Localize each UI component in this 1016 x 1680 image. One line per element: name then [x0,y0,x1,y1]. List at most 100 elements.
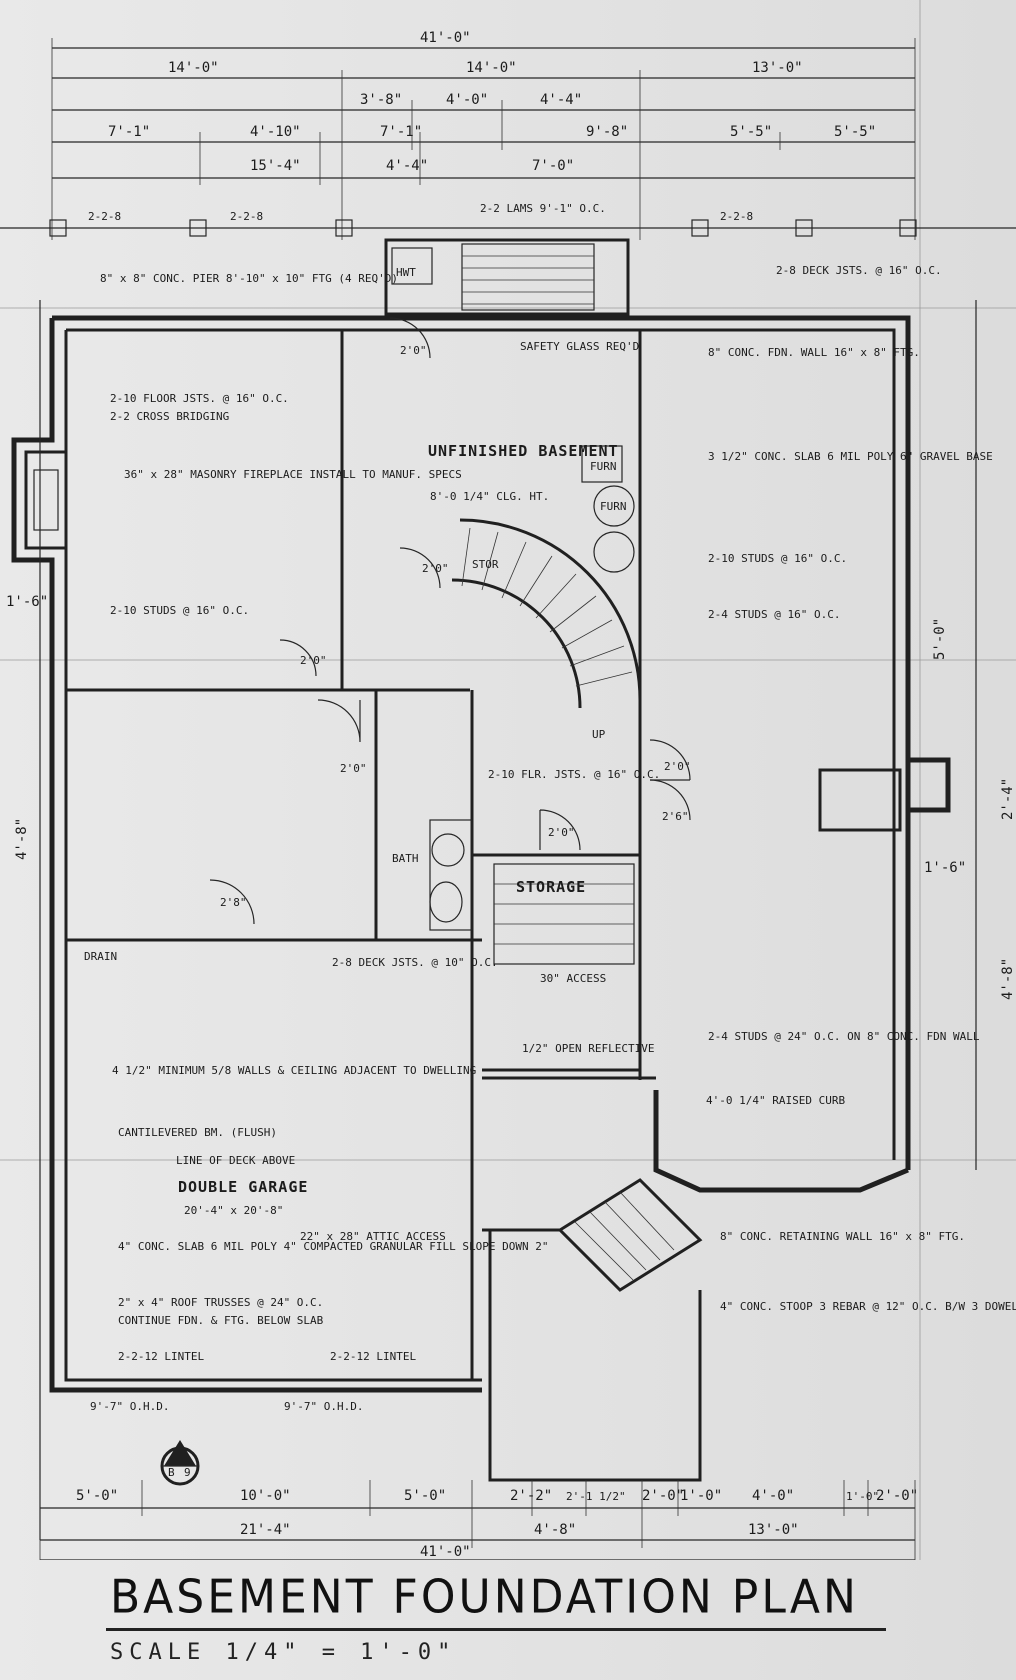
dim-right-3: 1'-6" [924,860,966,876]
dim-bottom-8: 4'-0" [752,1488,794,1504]
note-fireplace: 36" x 28" MASONRY FIREPLACE INSTALL TO M… [124,468,462,481]
door-label-2: 2'0" [422,562,449,575]
note-deck-above: LINE OF DECK ABOVE [176,1154,295,1167]
note-trusses: 2" x 4" ROOF TRUSSES @ 24" O.C. [118,1296,323,1309]
room-labels: UNFINISHED BASEMENT 8'-0 1/4" CLG. HT. S… [178,442,619,1217]
note-slab: 3 1/2" CONC. SLAB 6 MIL POLY 6" GRAVEL B… [708,450,993,463]
dim-top-7: 7'-1" [108,124,150,140]
note-cantilever: CANTILEVERED BM. (FLUSH) [118,1126,277,1139]
door-label-8: 2'8" [220,896,247,909]
dim-bottom-9: 1'-0" [846,1490,879,1503]
room-label-bath: BATH [392,852,419,865]
note-access: 30" ACCESS [540,972,606,985]
note-studs-right-2: 2-4 STUDS @ 16" O.C. [708,608,840,621]
door-label-1: 2'0" [400,344,427,357]
dim-top-2: 14'-0" [466,60,517,76]
dim-overall-bottom: 41'-0" [420,1544,471,1560]
title-underline [106,1628,886,1631]
door-label-6: 2'0" [664,760,691,773]
dim-left-1: 1'-6" [6,594,48,610]
dim-top-13: 15'-4" [250,158,301,174]
dim-bottom-6: 2'-0" [642,1488,684,1504]
dim-right-2: 2'-4" [1000,778,1016,820]
note-register: DRAIN [84,950,117,963]
dim-top-9: 7'-1" [380,124,422,140]
label-up: UP [592,728,606,741]
dim-bottom-11: 21'-4" [240,1522,291,1538]
dim-overall-top: 41'-0" [420,30,471,46]
note-pier-1: 2-2-8 [88,210,121,223]
dim-right-1: 5'-0" [932,618,948,660]
note-pier-2: 2-2-8 [230,210,263,223]
mechanical-equipment: FURN FURN [429,445,635,931]
section-marker-b: B [168,1466,175,1479]
room-label-storage: STORAGE [516,878,586,896]
dim-top-15: 7'-0" [532,158,574,174]
room-basement-height: 8'-0 1/4" CLG. HT. [430,490,549,503]
note-cross-bridging: 2-2 CROSS BRIDGING [110,410,229,423]
dim-left-2: 4'-8" [14,818,30,860]
note-studs-24: 2-4 STUDS @ 24" O.C. ON 8" CONC. FDN WAL… [708,1030,980,1043]
note-ohd-1: 9'-7" O.H.D. [90,1400,169,1413]
room-label-garage: DOUBLE GARAGE [178,1178,308,1196]
note-ohd-2: 9'-7" O.H.D. [284,1400,363,1413]
note-reflective: 1/2" OPEN REFLECTIVE [522,1042,654,1055]
note-pier-3: 2-2-8 [720,210,753,223]
note-safety-glass: SAFETY GLASS REQ'D [520,340,639,353]
door-label-4: 2'0" [340,762,367,775]
dim-top-11: 5'-5" [730,124,772,140]
storage-stair [493,863,635,965]
dim-right-4: 4'-8" [1000,958,1016,1000]
bottom-dimension-text: 5'-0" 10'-0" 5'-0" 2'-2" 2'-1 1/2" 2'-0"… [76,1488,918,1560]
side-dimensions: 1'-6" 4'-8" 5'-0" 2'-4" 1'-6" 4'-8" [6,300,1016,1540]
dim-bottom-12: 4'-8" [534,1522,576,1538]
dim-top-5: 4'-0" [446,92,488,108]
room-garage-size: 20'-4" x 20'-8" [184,1204,283,1217]
dim-bottom-3: 5'-0" [404,1488,446,1504]
dim-bottom-5: 2'-1 1/2" [566,1490,626,1503]
dim-top-14: 4'-4" [386,158,428,174]
dim-top-10: 9'-8" [586,124,628,140]
dim-bottom-2: 10'-0" [240,1488,291,1504]
door-label-3: 2'0" [300,654,327,667]
note-floor-joists: 2-10 FLOOR JSTS. @ 16" O.C. [110,392,289,405]
room-label-basement: UNFINISHED BASEMENT [428,442,619,460]
note-studs-left: 2-10 STUDS @ 16" O.C. [110,604,249,617]
note-floor-joists-mid: 2-10 FLR. JSTS. @ 16" O.C. [488,768,660,781]
label-drain: HWT [396,266,416,279]
rear-stair: HWT [384,238,630,316]
front-entry-stair [557,1178,703,1292]
note-raised-curb: 4'-0 1/4" RAISED CURB [706,1094,845,1107]
floor-plan-drawing: 41'-0" 14'-0" 14'-0" 13'-0" 3'-8" 4'-0" … [0,0,1016,1561]
top-dimension-lines [0,38,1016,240]
curved-stair: STOR UP [451,518,642,741]
note-garage-slab: 4" CONC. SLAB 6 MIL POLY 4" COMPACTED GR… [118,1240,548,1253]
label-stor: STOR [472,558,499,571]
dim-bottom-1: 5'-0" [76,1488,118,1504]
deck-piers: 2-2-8 2-2-8 2-2-8 8" x 8" CONC. PIER 8'-… [49,202,942,285]
dim-top-3: 13'-0" [752,60,803,76]
note-stoop: 4" CONC. STOOP 3 REBAR @ 12" O.C. B/W 3 … [720,1300,1016,1313]
note-retaining-wall: 8" CONC. RETAINING WALL 16" x 8" FTG. [720,1230,965,1243]
note-attic-access: 22" x 28" ATTIC ACCESS [300,1230,446,1243]
plan-scale: SCALE 1/4" = 1'-0" [110,1640,457,1665]
note-studs-right-1: 2-10 STUDS @ 16" O.C. [708,552,847,565]
label-furn: FURN [590,460,617,473]
dim-top-6: 4'-4" [540,92,582,108]
note-continue-fdn: CONTINUE FDN. & FTG. BELOW SLAB [118,1314,324,1327]
door-label-7: 2'6" [662,810,689,823]
dim-bottom-13: 13'-0" [748,1522,799,1538]
door-swings: 2'0" 2'0" 2'0" 2'0" 2'0" 2'0" 2'6" 2'8" [209,317,691,925]
door-label-5: 2'0" [548,826,575,839]
top-dimension-text: 41'-0" 14'-0" 14'-0" 13'-0" 3'-8" 4'-0" … [108,30,876,174]
dim-top-1: 14'-0" [168,60,219,76]
plan-title: BASEMENT FOUNDATION PLAN [110,1570,859,1625]
section-marker: B 9 [160,1440,200,1486]
note-fire-walls: 4 1/2" MINIMUM 5/8 WALLS & CEILING ADJAC… [112,1064,476,1077]
dim-bottom-7: 1'-0" [680,1488,722,1504]
note-lintel-1: 2-2-12 LINTEL [118,1350,204,1363]
label-hwt-1: FURN [600,500,627,513]
note-deck-joists-right: 2-8 DECK JSTS. @ 16" O.C. [776,264,942,277]
construction-notes: SAFETY GLASS REQ'D 8" CONC. FDN. WALL 16… [84,340,1016,1413]
